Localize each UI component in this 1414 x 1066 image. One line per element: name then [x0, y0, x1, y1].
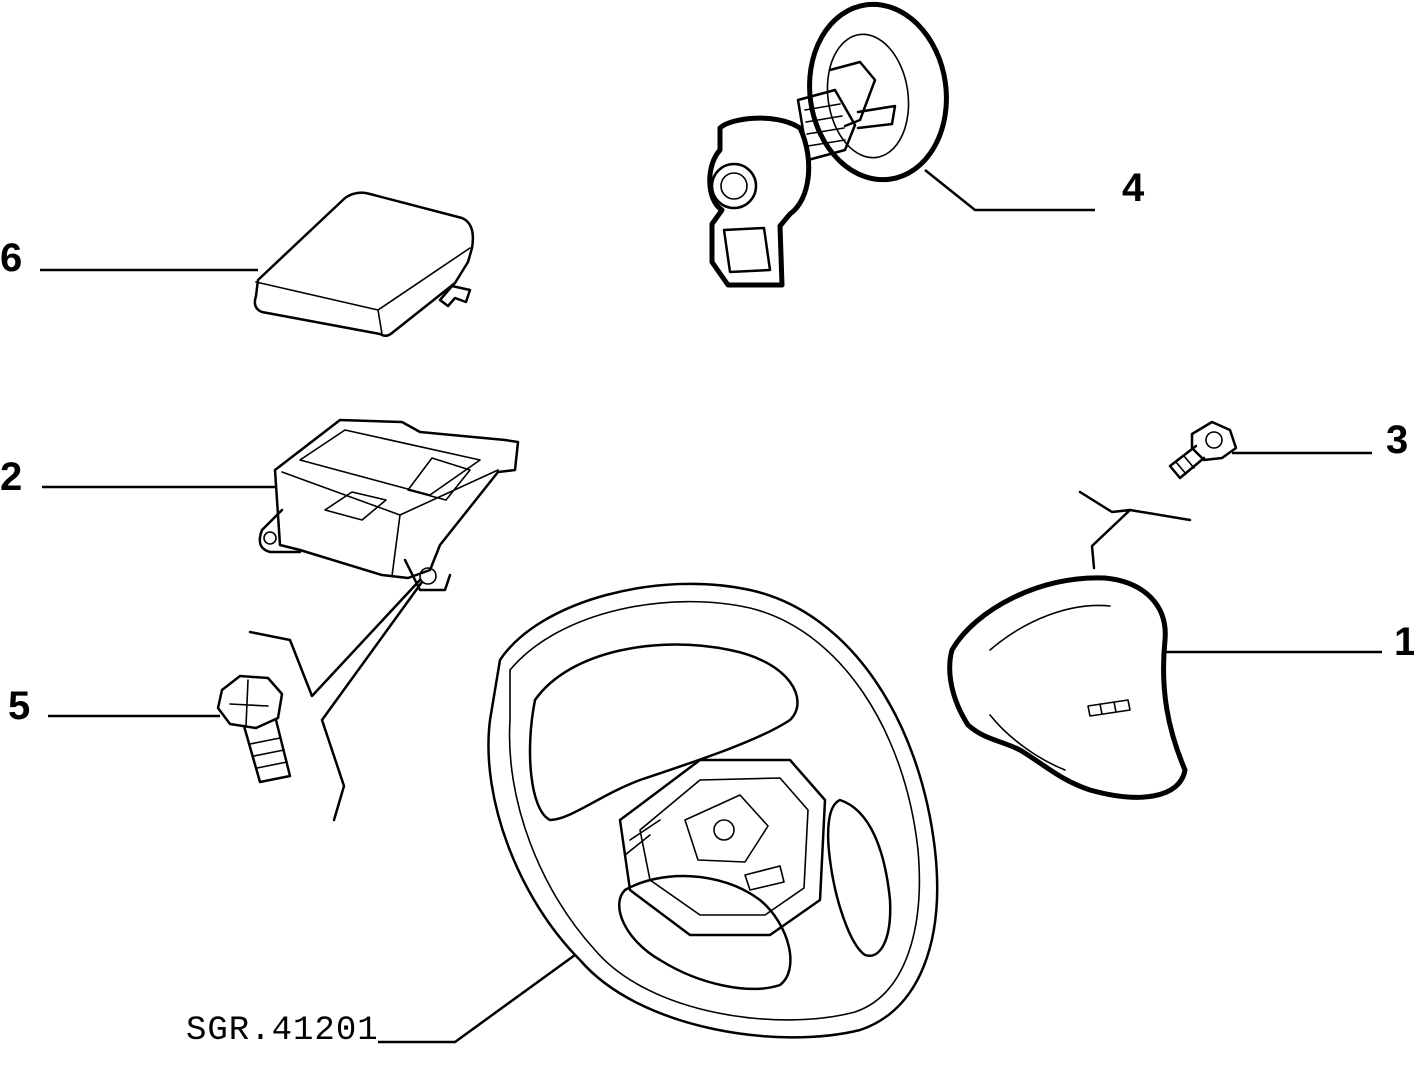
part-2-mounting-leaders [248, 578, 424, 822]
callout-4: 4 [1122, 166, 1145, 210]
part-3-small-bolt [1168, 420, 1372, 480]
part-2-control-unit [42, 418, 520, 592]
steering-wheel [378, 582, 939, 1044]
part-1-airbag-module [947, 490, 1382, 800]
callout-1: 1 [1394, 620, 1414, 664]
callout-5: 5 [8, 684, 31, 728]
callout-3: 3 [1386, 418, 1409, 462]
callout-2: 2 [0, 455, 23, 499]
diagram-code: SGR.41201 [186, 1012, 379, 1050]
part-6-trim-cover [40, 191, 475, 337]
callout-6: 6 [0, 236, 23, 280]
part-4-clock-spring [707, 1, 1095, 288]
part-5-bolt [48, 674, 292, 784]
